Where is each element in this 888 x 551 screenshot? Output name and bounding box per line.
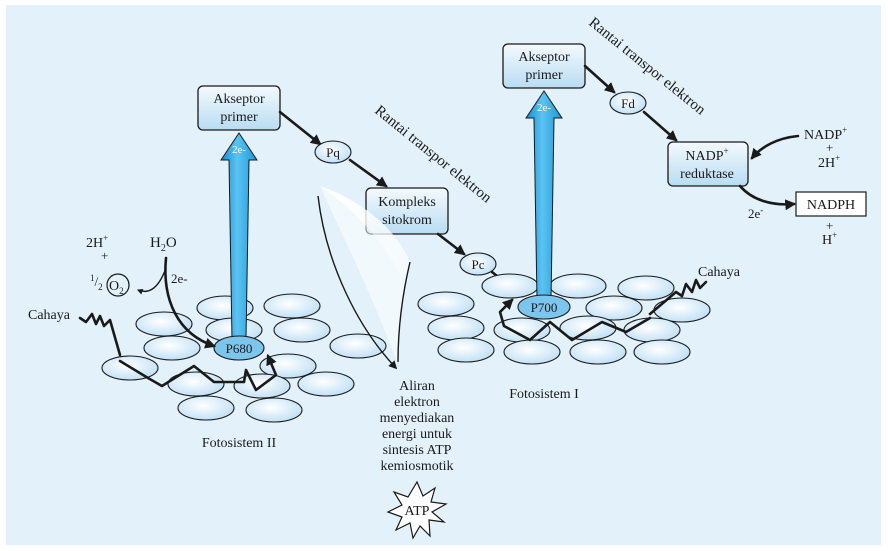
input-arrow <box>750 134 800 160</box>
background-panel <box>6 5 881 545</box>
complex-label-line1: Kompleks <box>378 195 436 210</box>
p700-label: P700 <box>531 300 558 315</box>
half-oxygen: 1/2 <box>90 273 103 292</box>
products-2h: 2H+ <box>86 233 108 251</box>
pigment <box>417 291 475 317</box>
acceptor-label-line1: Akseptor <box>213 92 265 107</box>
pigment <box>569 339 627 365</box>
flow-line-6: kemiosmotik <box>380 459 453 474</box>
pigment <box>297 371 355 397</box>
acceptor-label-line2: primer <box>525 68 563 83</box>
oxygen-release-arrow <box>136 267 167 295</box>
reductase-line1: NADP+ <box>685 146 728 164</box>
output-h: H+ <box>822 230 837 248</box>
pigment <box>329 333 387 359</box>
acceptor-label-line2: primer <box>220 110 258 125</box>
flow-line-2: elektron <box>394 395 440 410</box>
output-plus: + <box>826 218 833 233</box>
pigment <box>427 315 485 341</box>
pq-label: Pq <box>326 145 340 160</box>
photosystem-i: Akseptor primer 2e- P700 Cahaya Fotosist… <box>417 43 741 402</box>
complex-to-pc-arrow <box>436 232 466 256</box>
pigment <box>177 395 235 421</box>
cytochrome-complex: Kompleks sitokrom <box>365 187 449 235</box>
excitation-path-ps2 <box>118 353 278 392</box>
water-electrons-label: 2e- <box>171 271 188 286</box>
acceptor-to-pq-arrow <box>278 110 322 146</box>
flow-description: Aliran elektron menyediakan energi untuk… <box>380 379 455 474</box>
photosystem-i-caption: Fotosistem I <box>509 387 579 402</box>
flow-line-4: energi untuk <box>382 427 452 442</box>
atp-burst: ATP <box>386 480 448 540</box>
complex-label-line2: sitokrom <box>382 213 432 228</box>
pq-to-complex-arrow <box>348 158 388 188</box>
excitation-path-ps1 <box>498 298 652 342</box>
oxygen-label: O2 <box>109 279 124 296</box>
flow-line-5: sintesis ATP <box>383 443 452 458</box>
primary-acceptor-ps2: Akseptor primer <box>197 85 281 131</box>
pigment <box>263 293 321 319</box>
pq-node: Pq <box>314 140 352 164</box>
fd-to-reductase-arrow <box>642 110 678 142</box>
fd-label: Fd <box>621 96 635 111</box>
pigment <box>585 295 643 321</box>
oxygen-circle <box>106 273 130 297</box>
pigment <box>623 317 681 343</box>
energy-arrow-ps2: 2e- <box>220 132 258 341</box>
water-label: H2O <box>150 235 177 254</box>
p680-label: P680 <box>226 341 253 356</box>
reaction-center-p700: P700 <box>517 294 571 320</box>
energy-arrow-ps1: 2e- <box>525 90 563 301</box>
flow-arrow-left <box>317 195 398 370</box>
atp-flow: Aliran elektron menyediakan energi untuk… <box>317 186 455 540</box>
fd-node: Fd <box>609 91 647 115</box>
pigment <box>503 339 561 365</box>
pigment <box>549 273 607 299</box>
acceptor-to-fd-arrow <box>583 64 616 94</box>
nadp-reductase: NADP+ reduktase <box>667 141 749 187</box>
reductase-line2: reduktase <box>680 167 734 182</box>
flow-arrow-right <box>397 261 411 363</box>
pigment <box>273 317 331 343</box>
flow-cone-body <box>320 186 410 364</box>
photosystem-ii: Akseptor primer 2e- P680 Cahaya H2O 2e- … <box>28 85 387 451</box>
pigment <box>633 339 691 365</box>
light-label-ps2: Cahaya <box>28 308 71 323</box>
pigment <box>245 397 303 423</box>
electrons-label: 2e- <box>748 205 763 221</box>
arrow-electron-label: 2e- <box>232 144 246 156</box>
pigment <box>135 311 193 337</box>
light-wave-ps1 <box>648 278 708 316</box>
pigment <box>143 335 201 361</box>
nadph-box: NADPH <box>795 191 867 217</box>
nadp-reduction: NADP+ reduktase NADP+ + 2H+ 2e- NADPH + … <box>667 125 867 248</box>
primary-acceptor-ps1: Akseptor primer <box>502 43 586 89</box>
reaction-center-p680: P680 <box>213 335 265 361</box>
flow-line-3: menyediakan <box>380 411 455 426</box>
nadph-label: NADPH <box>807 198 855 213</box>
pc-label: Pc <box>472 257 485 272</box>
input-nadp: NADP+ <box>804 125 847 143</box>
photosystem-ii-caption: Fotosistem II <box>202 436 277 451</box>
antenna-pigments-ps2 <box>101 293 387 423</box>
atp-label: ATP <box>405 504 430 519</box>
arrow-electron-label: 2e- <box>537 102 551 114</box>
flow-line-1: Aliran <box>399 379 435 394</box>
input-plus: + <box>826 140 833 155</box>
output-arrow <box>738 184 797 211</box>
products-plus: + <box>101 248 108 263</box>
pigment <box>437 337 495 363</box>
pigment <box>481 273 539 299</box>
input-2h: 2H+ <box>818 153 840 171</box>
light-label-ps1: Cahaya <box>698 265 741 280</box>
acceptor-label-line1: Akseptor <box>518 50 570 65</box>
pc-node: Pc <box>459 252 497 276</box>
pigment <box>617 275 675 301</box>
light-wave-ps2 <box>78 312 122 357</box>
